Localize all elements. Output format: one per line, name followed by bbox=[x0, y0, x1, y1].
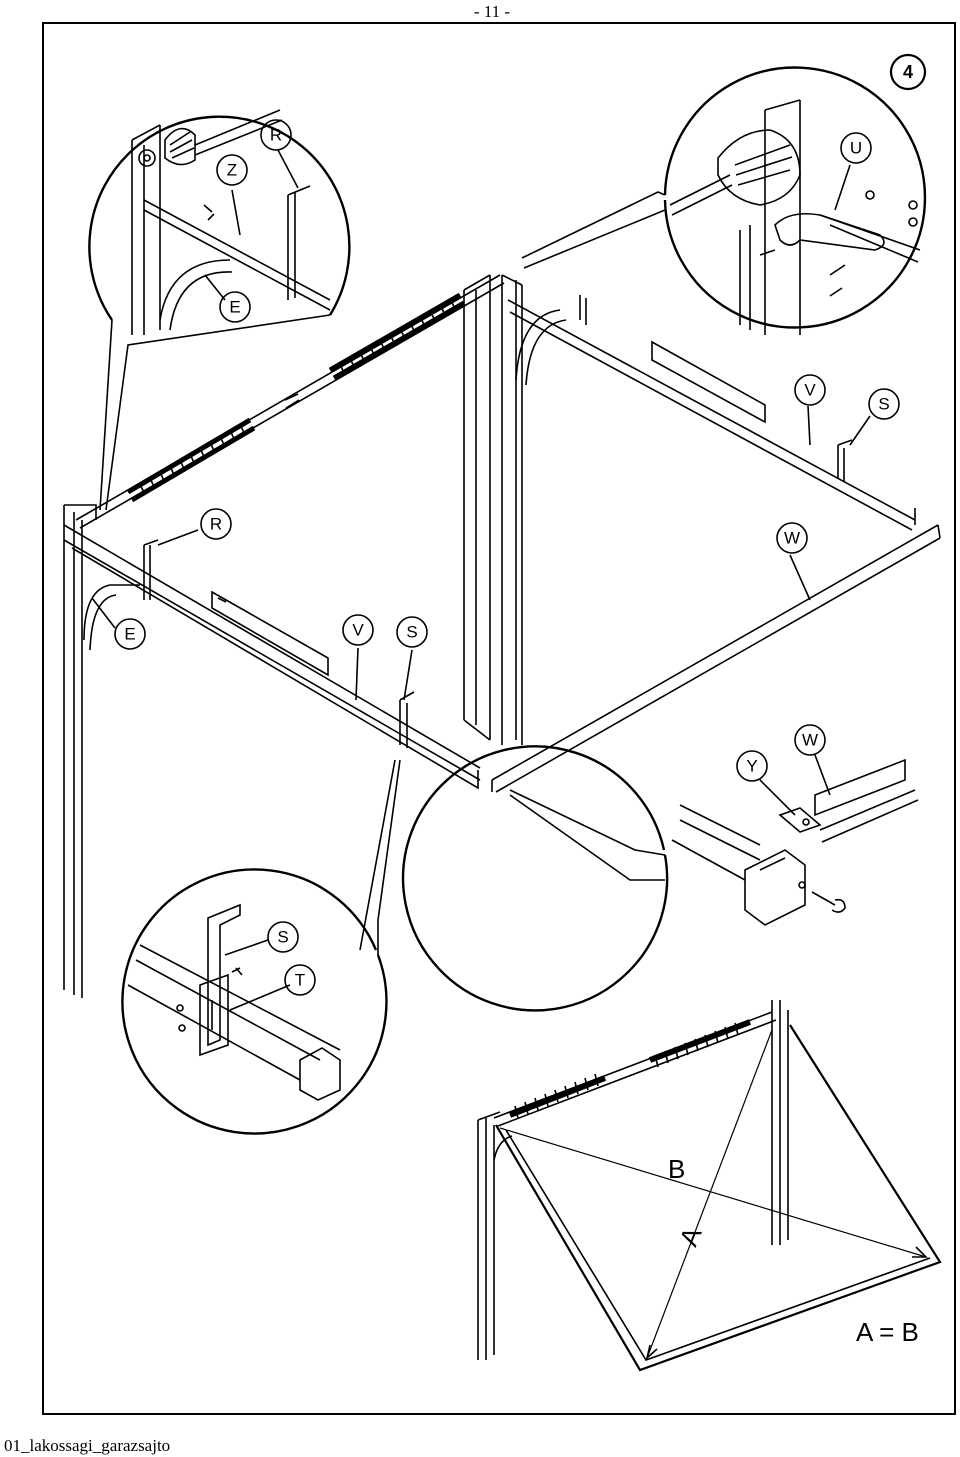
label-a: A bbox=[673, 1222, 708, 1250]
label-e-main: E bbox=[124, 625, 135, 644]
label-y: Y bbox=[746, 757, 757, 776]
page-number: - 11 - bbox=[473, 2, 511, 21]
label-z: Z bbox=[227, 161, 237, 180]
label-s-main-left: S bbox=[406, 623, 417, 642]
squareness-check-view bbox=[477, 1000, 942, 1372]
detail-bottom-left: S T bbox=[121, 759, 401, 1135]
label-w-detail: W bbox=[802, 731, 818, 750]
label-r-main: R bbox=[210, 515, 222, 534]
figure-frame bbox=[42, 22, 956, 1415]
label-s-main-right: S bbox=[878, 395, 889, 414]
label-r-detail: R bbox=[270, 126, 282, 145]
label-w-main: W bbox=[784, 529, 800, 548]
detail-top-right: U bbox=[521, 66, 927, 335]
label-b: B bbox=[668, 1154, 685, 1184]
step-badge: 4 bbox=[889, 53, 927, 91]
footer-filename: 01_lakossagi_garazsajto bbox=[4, 1436, 171, 1455]
label-u: U bbox=[850, 139, 862, 158]
label-v-main-left: V bbox=[352, 621, 364, 640]
detail-middle-right: Y W bbox=[401, 724, 919, 1012]
main-labels: R E V S V S W bbox=[91, 374, 900, 701]
label-e-detail: E bbox=[229, 298, 240, 317]
label-t: T bbox=[295, 971, 305, 990]
label-v-main-right: V bbox=[804, 381, 816, 400]
detail-top-left: Z R E bbox=[88, 109, 351, 511]
equation-a-equals-b: A = B bbox=[856, 1317, 919, 1347]
step-number: 4 bbox=[903, 62, 913, 82]
label-s-detail: S bbox=[277, 928, 288, 947]
main-assembly-view bbox=[63, 274, 941, 998]
